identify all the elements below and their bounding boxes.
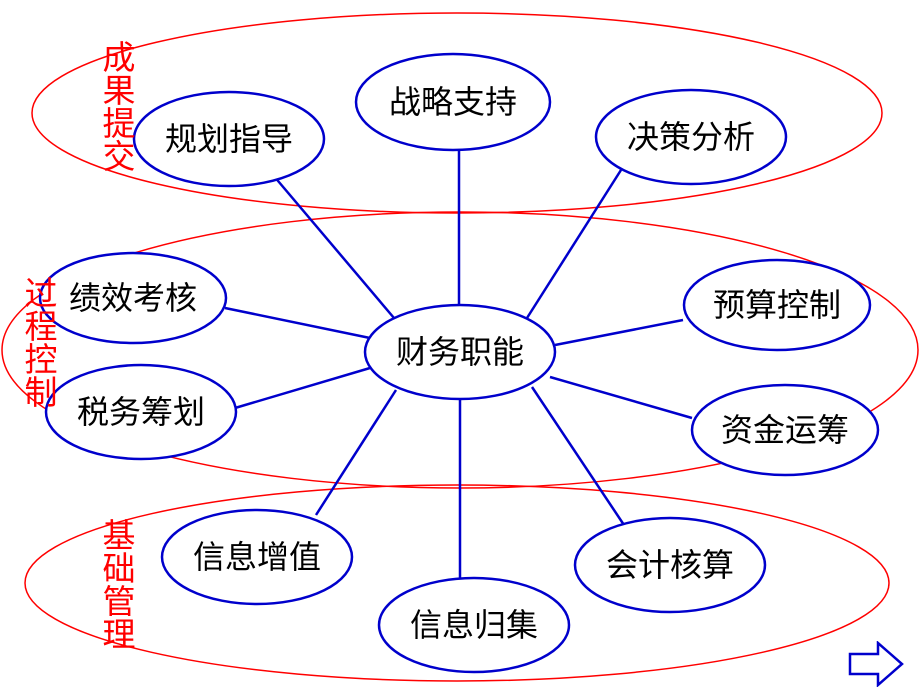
node-ellipse-funds[interactable] bbox=[690, 383, 880, 477]
connector-tax bbox=[234, 366, 371, 410]
center-node-label: 财务职能 bbox=[395, 333, 525, 371]
connector-performance bbox=[224, 306, 371, 340]
node-label-decision: 决策分析 bbox=[626, 118, 756, 156]
group-ellipse-results bbox=[31, 12, 883, 214]
right-arrow-icon[interactable] bbox=[848, 640, 904, 688]
connector-planning bbox=[272, 174, 395, 319]
node-ellipse-accounting[interactable] bbox=[573, 516, 767, 614]
node-ellipse-info-value[interactable] bbox=[160, 508, 354, 606]
node-label-funds: 资金运筹 bbox=[720, 411, 850, 449]
connector-budget bbox=[554, 318, 684, 347]
node-ellipse-budget[interactable] bbox=[682, 258, 872, 352]
node-label-info-collect: 信息归集 bbox=[409, 606, 539, 644]
connectors bbox=[224, 148, 693, 578]
node-label-info-value: 信息增值 bbox=[192, 538, 322, 576]
node-label-performance: 绩效考核 bbox=[68, 279, 198, 317]
center-node-ellipse[interactable] bbox=[363, 303, 557, 401]
group-ellipse-foundation bbox=[24, 484, 890, 682]
group-label-results: 成果提交 bbox=[97, 40, 136, 172]
node-ellipse-info-collect[interactable] bbox=[377, 576, 571, 674]
node-ellipse-decision[interactable] bbox=[594, 88, 788, 186]
connector-funds bbox=[549, 375, 693, 420]
node-label-planning: 规划指导 bbox=[164, 120, 294, 158]
group-label-foundation: 基础管理 bbox=[97, 518, 136, 650]
node-ellipse-performance[interactable] bbox=[38, 251, 228, 345]
node-ellipse-tax[interactable] bbox=[44, 363, 238, 461]
node-label-tax: 税务筹划 bbox=[76, 393, 206, 431]
connector-accounting bbox=[530, 386, 626, 526]
node-ellipse-planning[interactable] bbox=[132, 90, 326, 188]
group-label-process: 过程控制 bbox=[19, 276, 58, 408]
node-ellipse-strategy[interactable] bbox=[354, 52, 552, 152]
node-label-accounting: 会计核算 bbox=[605, 546, 735, 584]
node-label-budget: 预算控制 bbox=[712, 286, 842, 324]
connector-info-value bbox=[314, 389, 398, 516]
connector-decision bbox=[525, 169, 623, 319]
node-label-strategy: 战略支持 bbox=[388, 83, 518, 121]
